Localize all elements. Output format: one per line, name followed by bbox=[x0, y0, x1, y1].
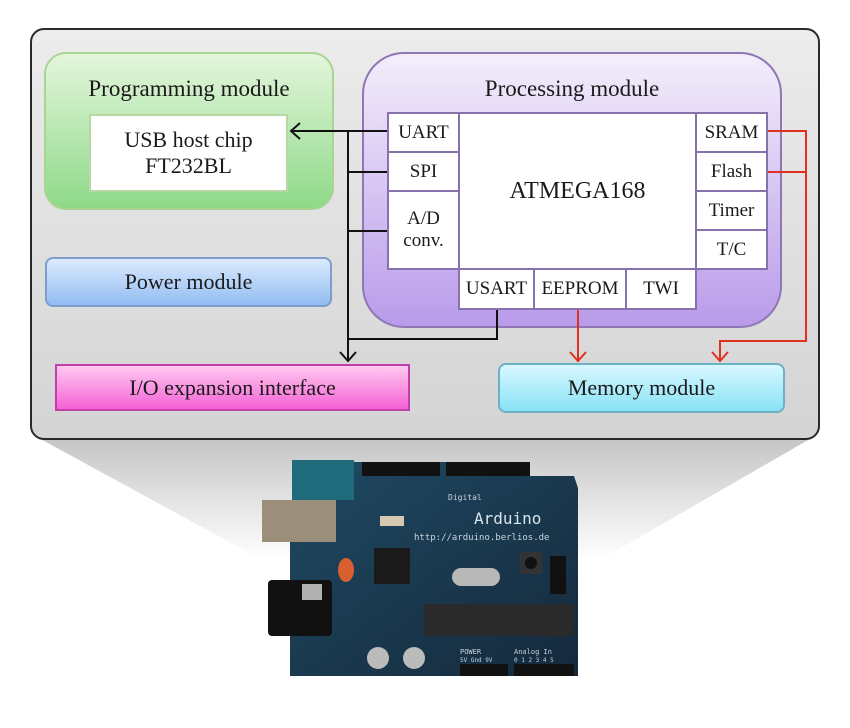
pcb-label-area bbox=[292, 460, 354, 500]
board-analog-label: Analog In bbox=[514, 648, 552, 656]
digital-header-left bbox=[362, 462, 440, 476]
programming-module-title: Programming module bbox=[88, 76, 290, 101]
io-expansion-interface: I/O expansion interface bbox=[55, 364, 410, 411]
board-url: http://arduino.berlios.de bbox=[414, 533, 549, 543]
board-power-label: POWER bbox=[460, 648, 482, 656]
usb-chip-line2: FT232BL bbox=[145, 153, 232, 178]
port-flash: Flash bbox=[695, 151, 768, 192]
crystal bbox=[452, 568, 500, 586]
port-ad-line1: A/D bbox=[407, 208, 440, 229]
power-header bbox=[460, 664, 508, 676]
capacitor-2 bbox=[403, 647, 425, 669]
port-twi: TWI bbox=[625, 268, 697, 310]
atmega168-core: ATMEGA168 bbox=[458, 112, 697, 270]
analog-header bbox=[514, 664, 574, 676]
port-ad-line2: conv. bbox=[403, 230, 444, 251]
board-analog-pins: 0 1 2 3 4 5 bbox=[514, 657, 554, 664]
board-brand: Arduino bbox=[474, 509, 541, 528]
usb-host-chip: USB host chip FT232BL bbox=[89, 114, 288, 192]
port-eeprom: EEPROM bbox=[533, 268, 627, 310]
port-tc: T/C bbox=[695, 229, 768, 270]
icsp-header bbox=[550, 556, 566, 594]
arduino-board-photo: Arduino http://arduino.berlios.de Digita… bbox=[262, 460, 578, 676]
port-usart: USART bbox=[458, 268, 535, 310]
atmega168-chip bbox=[424, 604, 574, 636]
board-power-pins: 5V Gnd 9V bbox=[460, 657, 493, 664]
port-ad-conv: A/D conv. bbox=[387, 190, 460, 270]
processing-module-title: Processing module bbox=[484, 76, 660, 101]
memory-module: Memory module bbox=[498, 363, 785, 413]
port-spi: SPI bbox=[387, 151, 460, 192]
usb-connector bbox=[262, 500, 336, 542]
board-digital-label: Digital bbox=[448, 493, 482, 502]
port-timer: Timer bbox=[695, 190, 768, 231]
digital-header-right bbox=[446, 462, 530, 476]
voltage-regulator bbox=[302, 584, 322, 600]
power-module: Power module bbox=[45, 257, 332, 307]
port-sram: SRAM bbox=[695, 112, 768, 153]
resistor-array bbox=[380, 516, 404, 526]
capacitor-1 bbox=[367, 647, 389, 669]
ft232-chip bbox=[374, 548, 410, 584]
power-jack bbox=[268, 580, 332, 636]
port-uart: UART bbox=[387, 112, 460, 153]
usb-chip-line1: USB host chip bbox=[124, 127, 253, 152]
reset-button-cap bbox=[525, 557, 537, 569]
capacitor-orange bbox=[338, 558, 354, 582]
